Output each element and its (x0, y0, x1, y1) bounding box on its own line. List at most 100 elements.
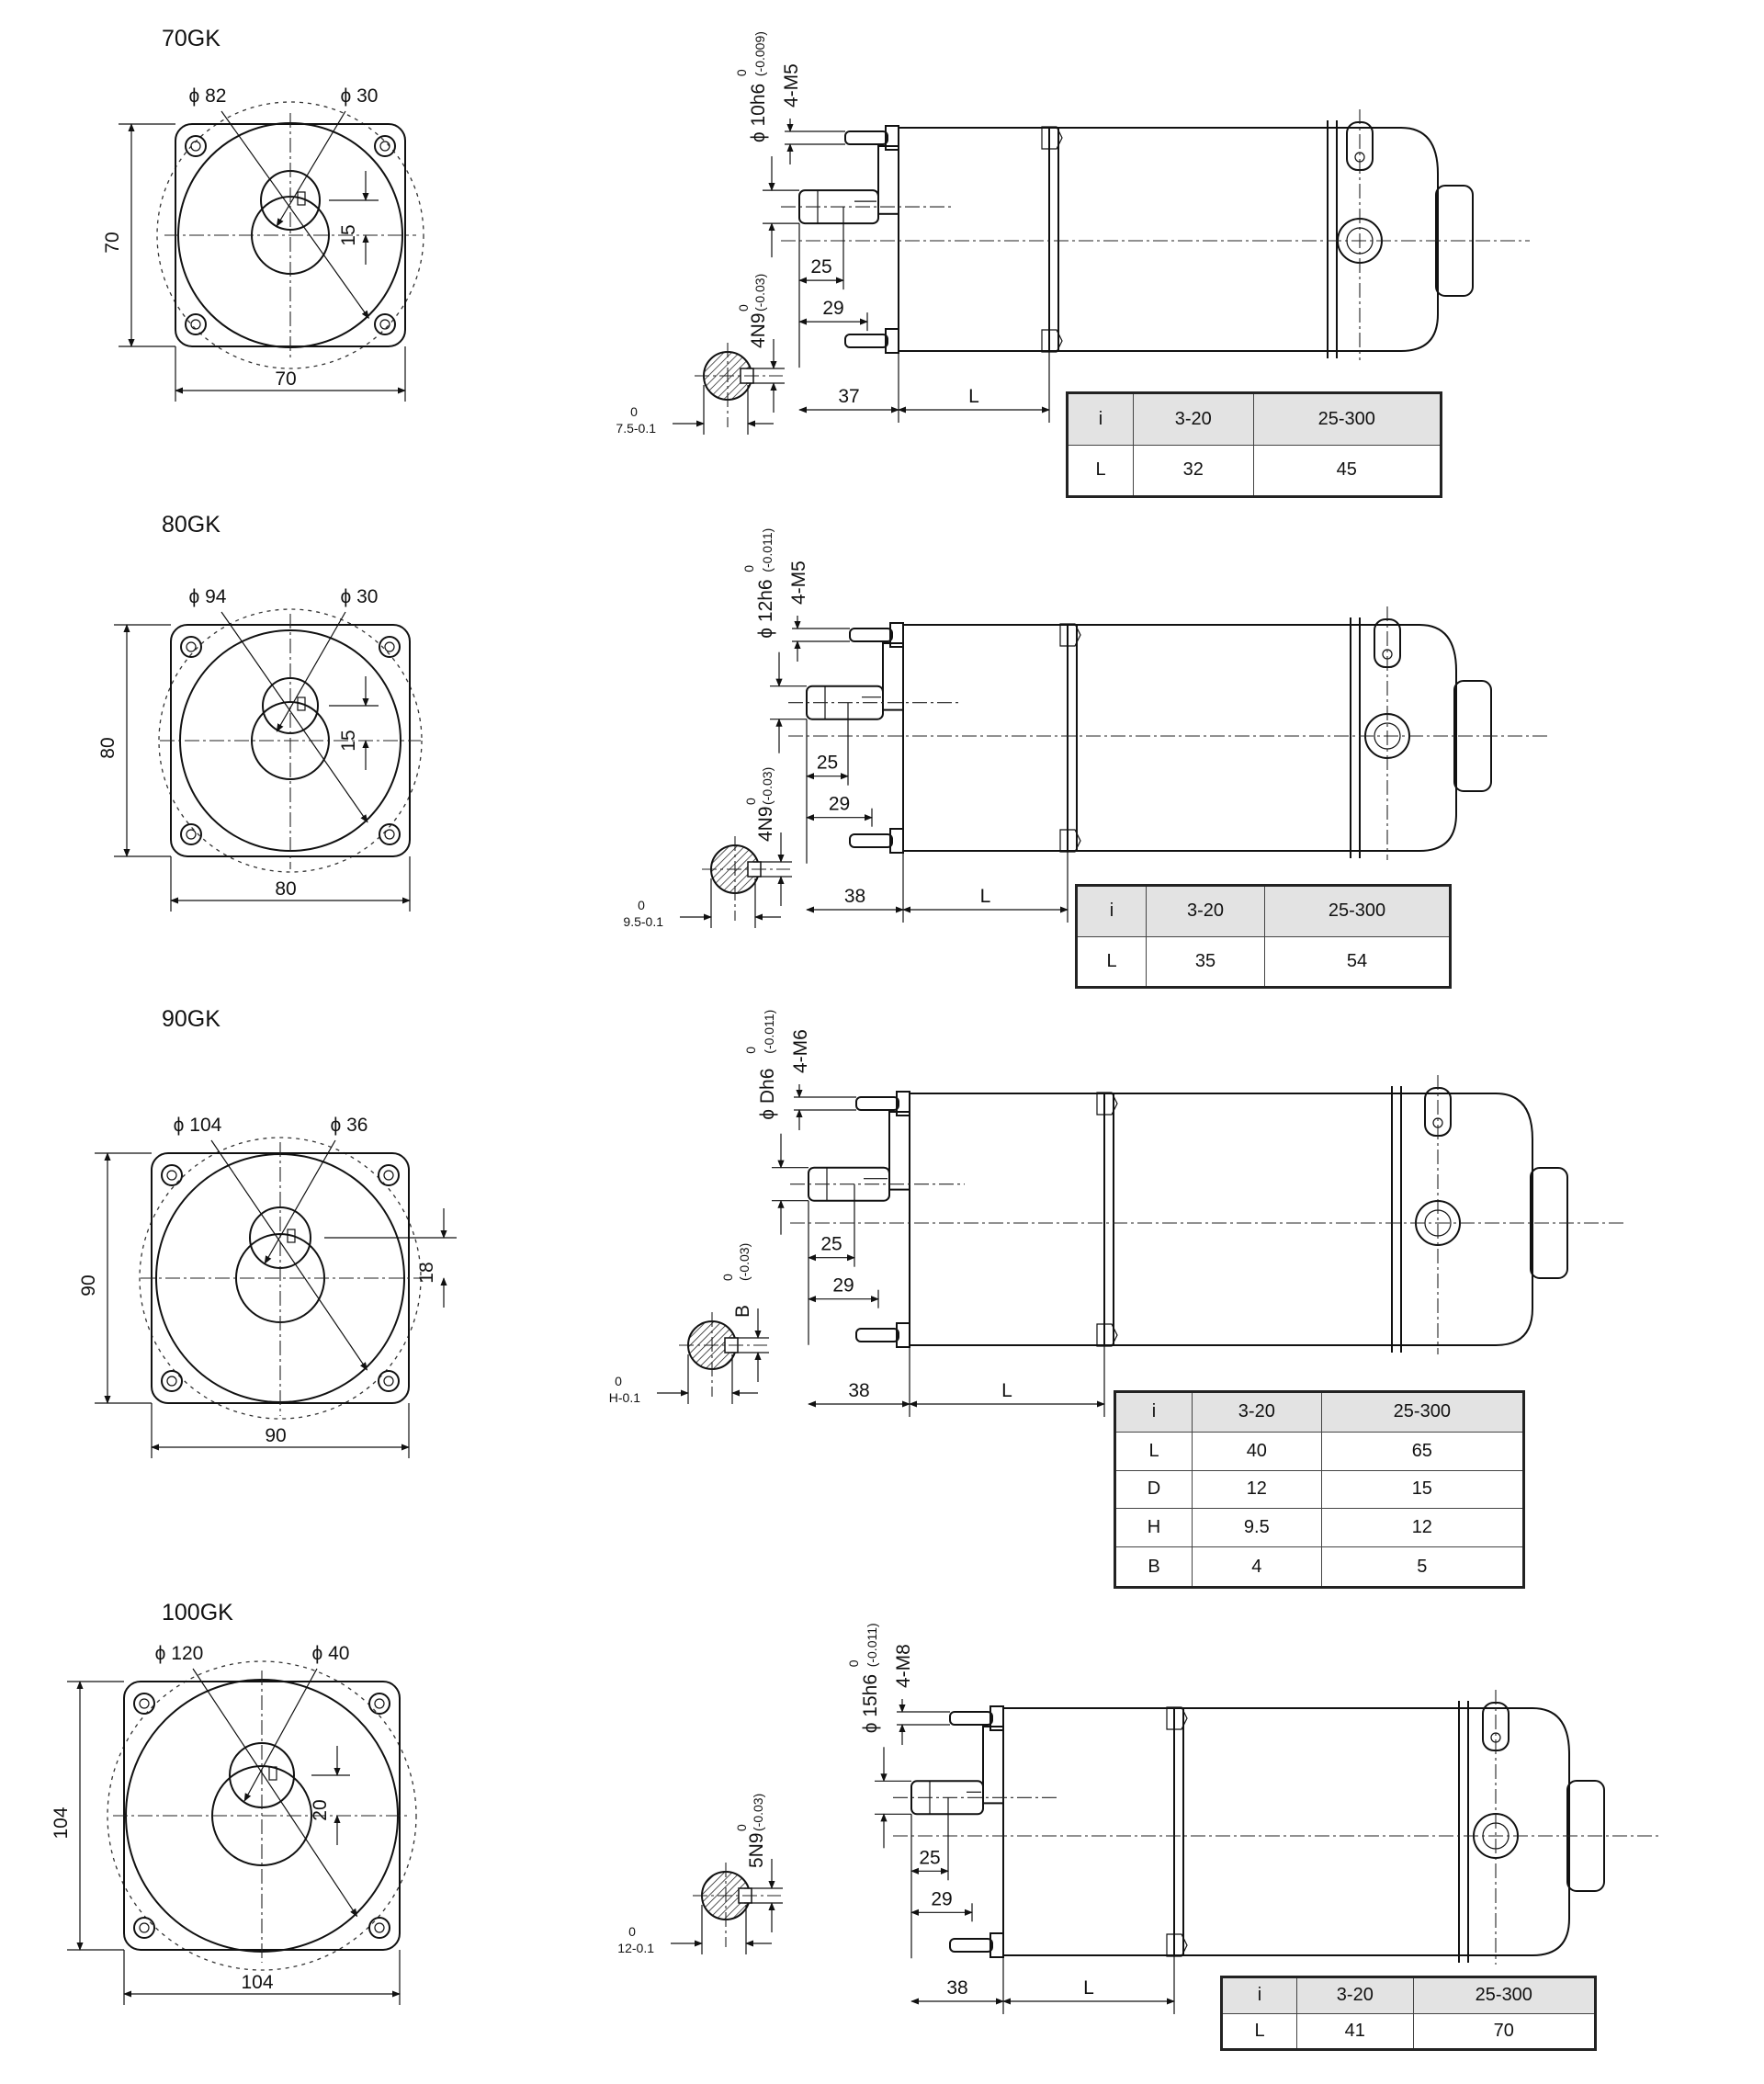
length-29-label: 29 (822, 298, 843, 319)
flange-diameter-label: ϕ 120 (155, 1643, 204, 1664)
spec-table-90gk: i 3-20 25-300 L 40 65 D 12 15 H 9.5 12 B… (1114, 1390, 1525, 1589)
key-tolerance-label: 5N9 (746, 1832, 767, 1868)
motor-body (898, 127, 1439, 352)
leader-arrow (243, 1668, 318, 1802)
mounting-hole-icon (384, 641, 395, 652)
mounting-hole-icon (374, 313, 396, 335)
screw-head-icon (1166, 1706, 1188, 1730)
mounting-bolt-icon (949, 1711, 993, 1726)
table-row: B 4 5 (1114, 1546, 1525, 1588)
flange-length-label: 38 (848, 1380, 869, 1401)
gear-flange-plate (888, 1111, 910, 1191)
pilot-diameter-label: ϕ 40 (312, 1643, 350, 1664)
shaft-tolerance-deviation: (-0.011) (760, 528, 775, 572)
screw-head-icon (1096, 1092, 1118, 1116)
width-dimension-label: 104 (241, 1972, 273, 1993)
L-dimension-label: L (1083, 1977, 1094, 1999)
table-cell: 9.5 (1192, 1508, 1322, 1548)
motor-body (909, 1093, 1533, 1346)
key-tolerance-zero: 0 (736, 304, 751, 311)
mounting-hole-icon (379, 141, 390, 152)
screw-head-icon (1041, 329, 1063, 353)
mounting-hole-icon (378, 1164, 400, 1186)
bolt-nut-icon (896, 1091, 910, 1116)
section-dimension-zero: 0 (630, 404, 638, 419)
leader-arrow (276, 611, 346, 732)
leader-arrow (276, 110, 346, 227)
table-row: L 32 45 (1067, 444, 1442, 497)
key-tolerance-zero: 0 (734, 1824, 749, 1831)
table-cell: 70 (1412, 2012, 1597, 2050)
section-dimension-zero: 0 (638, 898, 645, 912)
table-header-row: i 3-20 25-300 (1114, 1391, 1525, 1433)
mounting-bolt-icon (844, 130, 888, 145)
flange-circle-hidden (107, 1660, 417, 1971)
bolt-callout-label: 4-M5 (788, 561, 809, 605)
shaft-key (297, 697, 306, 711)
screw-head-icon (1041, 126, 1063, 150)
table-header-row: i 3-20 25-300 (1221, 1976, 1597, 2014)
shaft-tolerance-label: ϕ 10h6 (748, 84, 769, 142)
leader-arrow (210, 1139, 368, 1371)
height-dimension-label: 104 (51, 1807, 72, 1839)
L-dimension-label: L (968, 386, 979, 407)
flange-circle-hidden (139, 1137, 422, 1420)
section-dimension-label: H-0.1 (609, 1390, 640, 1405)
model-title-90gk: 90GK (162, 1006, 220, 1032)
mounting-hole-icon (185, 313, 207, 335)
screw-head-icon (1166, 1933, 1188, 1957)
flange-length-label: 37 (838, 386, 859, 407)
spec-table-100gk: i 3-20 25-300 L 41 70 (1220, 1976, 1597, 2051)
width-dimension-label: 90 (265, 1425, 286, 1446)
leader-arrow (220, 611, 368, 823)
mounting-bolt-icon (855, 1328, 899, 1342)
offset-dimension-label: 18 (416, 1262, 437, 1283)
mounting-hole-icon (190, 319, 201, 330)
mounting-hole-icon (133, 1917, 155, 1939)
table-cell: L (1114, 1431, 1193, 1471)
key-tolerance-zero: 0 (743, 798, 758, 805)
mounting-hole-icon (186, 829, 197, 840)
mounting-hole-icon (166, 1170, 177, 1181)
table-cell: 15 (1320, 1469, 1525, 1510)
length-29-label: 29 (832, 1275, 854, 1297)
table-cell: L (1067, 444, 1134, 497)
pilot-diameter-label: ϕ 36 (331, 1115, 368, 1136)
table-header-cell: 25-300 (1320, 1391, 1525, 1433)
table-header-cell: i (1067, 392, 1134, 446)
section-dimension-zero: 0 (615, 1374, 622, 1388)
bolt-callout-label: 4-M8 (893, 1644, 914, 1688)
shaft-tolerance-zero: 0 (743, 1047, 758, 1054)
table-header-cell: i (1076, 885, 1147, 937)
table-row: L 41 70 (1221, 2012, 1597, 2050)
mounting-hole-icon (180, 636, 202, 658)
mounting-bolt-icon (849, 628, 893, 642)
bolt-nut-icon (885, 328, 899, 354)
table-cell: 41 (1296, 2012, 1414, 2050)
mounting-hole-icon (190, 141, 201, 152)
bolt-nut-icon (885, 125, 899, 151)
gear-flange-plate (877, 145, 899, 215)
key-tolerance-zero: 0 (720, 1274, 735, 1281)
model-title-80gk: 80GK (162, 512, 220, 538)
key-tolerance-deviation: (-0.03) (760, 767, 775, 805)
mounting-bolt-icon (855, 1096, 899, 1111)
bolt-callout-label: 4-M5 (781, 63, 802, 108)
table-header-cell: 25-300 (1252, 392, 1442, 446)
shaft-tolerance-zero: 0 (741, 565, 756, 572)
flange-diameter-label: ϕ 82 (189, 85, 227, 107)
screw-head-icon (1059, 829, 1081, 853)
key-tolerance-deviation: (-0.03) (737, 1243, 752, 1281)
flange-length-label: 38 (946, 1977, 967, 1999)
key-tolerance-label: 4N9 (748, 312, 769, 348)
gear-flange-plate (982, 1726, 1004, 1805)
mounting-hole-icon (379, 319, 390, 330)
mounting-hole-icon (139, 1922, 150, 1933)
